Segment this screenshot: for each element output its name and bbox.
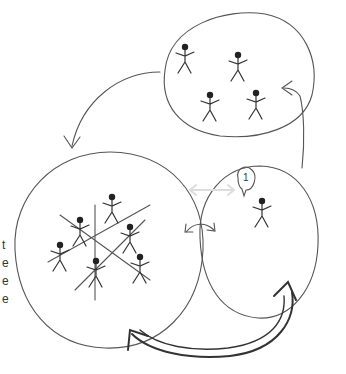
- stick-figure: [87, 258, 105, 287]
- arrow-head: [128, 330, 148, 350]
- network-line: [48, 205, 150, 300]
- stick-figure: [71, 217, 89, 246]
- speech-bubble: [238, 167, 255, 196]
- stick-figure: [51, 242, 69, 271]
- cropped-text: t: [2, 238, 5, 252]
- arrow-head: [274, 282, 296, 300]
- bubble-number: 1: [243, 171, 249, 185]
- stick-figure: [247, 90, 265, 119]
- group-circle: [15, 152, 203, 348]
- big-arrow: [140, 296, 284, 349]
- stick-figure: [131, 254, 149, 283]
- faint-arrow: [190, 185, 234, 195]
- stick-figure: [103, 194, 121, 223]
- stick-figure: [253, 198, 271, 227]
- arrow-head: [282, 81, 292, 95]
- cropped-text: e: [2, 292, 9, 306]
- stick-figure: [176, 44, 194, 73]
- group-circle: [164, 13, 314, 137]
- cropped-text: e: [2, 256, 9, 270]
- curved-arrow: [284, 88, 304, 168]
- stick-figure: [201, 92, 219, 121]
- curved-arrow: [72, 72, 160, 146]
- arrow-head: [64, 136, 80, 148]
- cropped-text: e: [2, 274, 9, 288]
- stick-figures: [51, 44, 271, 287]
- big-arrow: [132, 292, 293, 357]
- arrow-head: [185, 224, 193, 232]
- stick-figure: [229, 52, 247, 81]
- arrow-head: [207, 223, 215, 231]
- group-circle: [200, 166, 318, 318]
- stick-figure: [121, 224, 139, 253]
